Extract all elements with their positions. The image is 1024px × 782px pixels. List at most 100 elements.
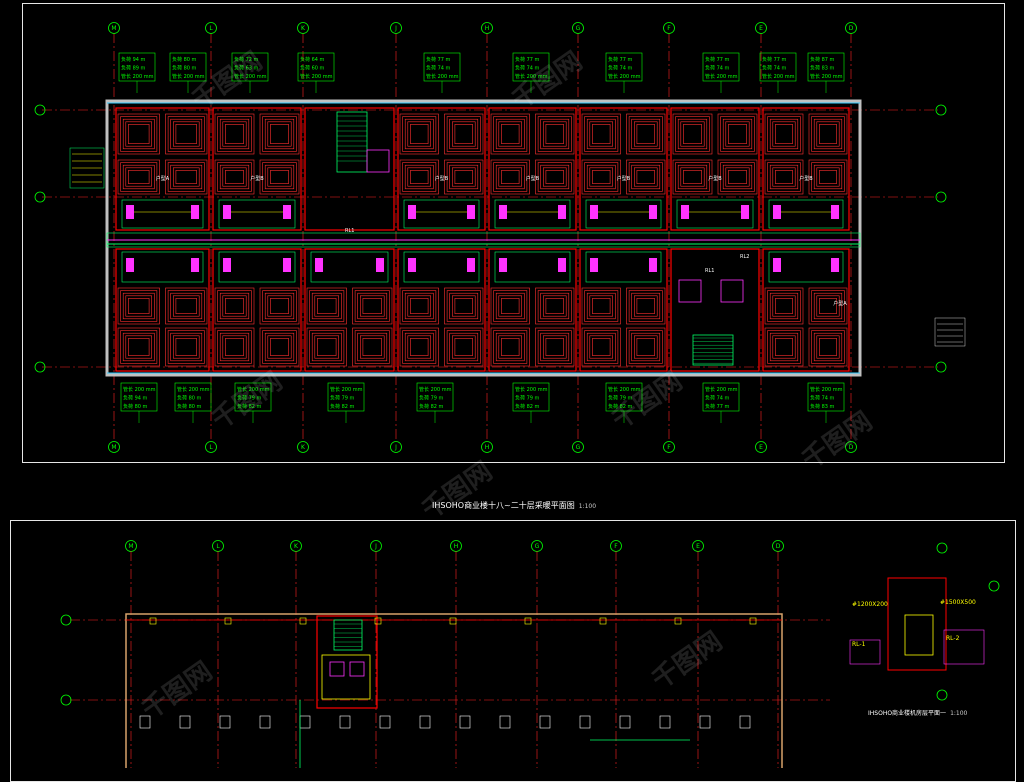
room-label: 户型B: [250, 175, 264, 182]
heating-coil-loop: [775, 170, 793, 184]
heating-coil-loop: [813, 164, 843, 190]
heating-coil-loop: [175, 298, 197, 314]
manifold: [649, 258, 657, 272]
heating-coil-loop: [501, 298, 520, 314]
heating-coil-loop: [165, 327, 208, 367]
heating-coil-loop: [122, 164, 155, 190]
grid-label-top: M: [128, 543, 133, 550]
tag-box-line: 负荷 77 m: [515, 56, 540, 63]
room-wall-upper: [670, 107, 760, 231]
heating-coil-loop: [683, 170, 702, 184]
heating-coil-loop: [125, 295, 153, 317]
heating-coil-loop: [357, 292, 388, 320]
heating-coil-loop: [444, 287, 484, 325]
tag-box-line: 负荷 82 m: [515, 403, 540, 410]
heating-coil-loop: [120, 162, 158, 192]
grid-label-top: H: [454, 543, 459, 550]
heating-coil-loop: [404, 292, 434, 320]
heating-coil-loop: [170, 292, 203, 320]
heating-coil-loop: [311, 332, 342, 362]
heating-coil-loop: [631, 164, 661, 190]
manifold: [283, 258, 291, 272]
heating-coil-upper: [444, 113, 484, 155]
side-detail-tag: RL-1: [852, 641, 866, 648]
grid-bubble-bottom: [572, 441, 584, 453]
heating-coil-lower: [444, 287, 484, 325]
roof-vent: [339, 715, 351, 729]
tag-box-line: 管长 200 mm: [234, 73, 267, 80]
heating-coil-upper: [626, 113, 666, 155]
heating-coil-loop: [122, 332, 155, 362]
heating-coil-upper: [490, 159, 530, 195]
heating-coil-loop: [173, 121, 200, 147]
heating-coil-loop: [772, 167, 796, 187]
heating-coil-loop: [725, 167, 750, 187]
heating-coil-loop: [813, 118, 843, 150]
room-label: 户型A: [156, 175, 170, 182]
heating-coil-loop: [535, 327, 575, 367]
heating-coil-loop: [772, 121, 796, 147]
grid-label-top: H: [485, 25, 490, 32]
heating-coil-loop: [537, 116, 572, 152]
heating-coil-loop: [808, 327, 848, 367]
manifold: [831, 205, 839, 219]
heating-coil-loop: [128, 124, 150, 144]
room-label: 户型B: [526, 175, 540, 182]
heating-coil-upper: [444, 159, 484, 195]
roof-vent: [299, 715, 311, 729]
heating-coil-loop: [262, 116, 297, 152]
heating-coil-loop: [493, 330, 528, 364]
manifold: [467, 258, 475, 272]
tag-box-line: 负荷 79 m: [330, 395, 355, 402]
heating-coil-lower: [808, 327, 848, 367]
heating-coil-loop: [219, 164, 250, 190]
heating-coil-loop: [120, 330, 158, 364]
heating-coil-loop: [264, 292, 295, 320]
tag-box-line: 管长 200 mm: [330, 386, 363, 393]
heating-coil-loop: [222, 167, 247, 187]
grid-label-top: J: [394, 25, 397, 32]
heating-coil-lower: [535, 327, 575, 367]
heating-coil-loop: [306, 287, 347, 325]
heating-coil-loop: [540, 332, 570, 362]
tag-box-line: 负荷 77 m: [608, 56, 633, 63]
heating-coil-loop: [811, 330, 845, 364]
heating-coil-loop: [354, 290, 390, 322]
heating-coil-loop: [675, 116, 710, 152]
heating-coil-loop: [816, 335, 840, 359]
heating-coil-lower: [444, 327, 484, 367]
heating-coil-loop: [728, 124, 747, 144]
heating-coil-loop: [808, 287, 848, 325]
legend-note: [934, 317, 966, 347]
heating-coil-lower: [535, 287, 575, 325]
tag-box-line: 管长 200 mm: [172, 73, 205, 80]
grid-bubble-bottom: [845, 441, 857, 453]
manifold: [499, 258, 507, 272]
tag-box-line: 管长 200 mm: [608, 386, 641, 393]
heating-coil-loop: [626, 113, 666, 155]
heating-coil-loop: [167, 116, 205, 152]
side-detail-callout: [943, 629, 985, 665]
heating-coil-loop: [225, 298, 244, 314]
tag-box-line: 管长 200 mm: [705, 386, 738, 393]
heating-coil-loop: [122, 118, 155, 150]
heating-coil-loop: [357, 332, 388, 362]
heating-coil-loop: [816, 121, 840, 147]
heating-coil-loop: [584, 330, 619, 364]
heating-coil-loop: [720, 162, 755, 192]
heating-coil-loop: [407, 167, 431, 187]
heating-coil-loop: [811, 162, 845, 192]
grid-bubble-bottom: [108, 441, 120, 453]
heating-coil-loop: [219, 332, 250, 362]
heating-coil-lower: [165, 287, 208, 325]
heating-coil-loop: [764, 159, 804, 195]
watermark: 千图网: [137, 656, 218, 725]
heating-coil-lower: [399, 287, 439, 325]
grid-label-top: G: [535, 543, 540, 550]
heating-coil-upper: [581, 159, 621, 195]
heating-coil-loop: [537, 330, 572, 364]
